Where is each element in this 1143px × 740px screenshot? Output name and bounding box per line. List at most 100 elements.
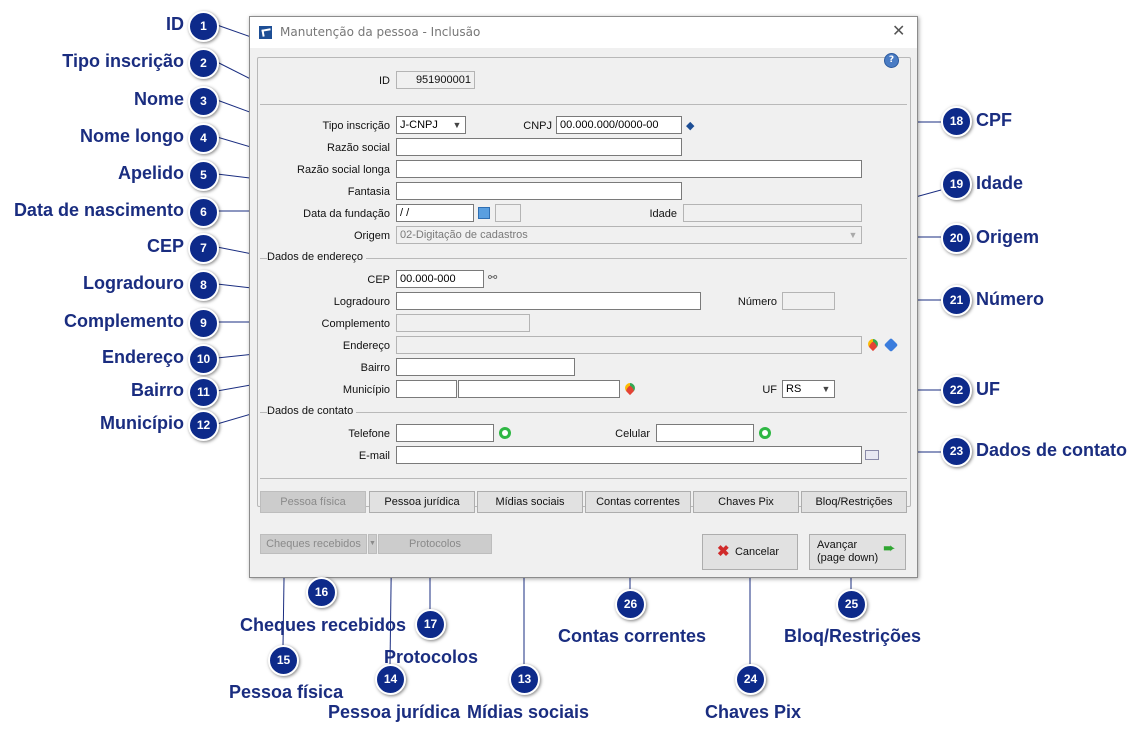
callout-badge-14: 14 <box>375 664 406 695</box>
callout-label-1: ID <box>166 14 184 34</box>
protocolos-button[interactable]: Protocolos <box>378 534 492 554</box>
callout-badge-1: 1 <box>188 11 219 42</box>
lookup-icon[interactable]: ◆ <box>686 119 695 132</box>
callout-label-7: CEP <box>146 236 184 256</box>
chevron-down-icon: ▼ <box>821 384 831 394</box>
callout-badge-23: 23 <box>941 436 972 467</box>
callout-label-6: Data de nascimento <box>13 200 184 220</box>
callout-badge-25: 25 <box>836 589 867 620</box>
callout-badge-15: 15 <box>268 645 299 676</box>
razao-social-longa-field[interactable] <box>396 160 862 178</box>
email-field[interactable] <box>396 446 862 464</box>
callout-label-26: Contas correntes <box>558 626 707 646</box>
divider <box>260 412 907 413</box>
idade-label: Idade <box>649 208 677 220</box>
tab-contas-correntes[interactable]: Contas correntes <box>585 491 691 513</box>
whatsapp-icon[interactable] <box>759 427 771 439</box>
help-icon[interactable]: ? <box>884 53 899 68</box>
data-fundacao-field[interactable]: / / <box>396 204 474 222</box>
callout-label-23: Dados de contato <box>976 440 1128 460</box>
numero-field <box>782 292 835 310</box>
callout-label-17: Protocolos <box>384 647 479 667</box>
tab-bloq-restricoes[interactable]: Bloq/Restrições <box>801 491 907 513</box>
callout-badge-4: 4 <box>188 123 219 154</box>
chevron-down-icon[interactable]: ▼ <box>368 534 377 554</box>
callout-label-15: Pessoa física <box>229 682 344 702</box>
cancel-button[interactable]: ✖ Cancelar <box>702 534 798 570</box>
callout-label-25: Bloq/Restrições <box>784 626 922 646</box>
callout-badge-24: 24 <box>735 664 766 695</box>
telefone-field[interactable] <box>396 424 494 442</box>
origem-label: Origem <box>353 230 390 242</box>
close-icon[interactable]: ✕ <box>892 21 906 40</box>
logradouro-field[interactable] <box>396 292 701 310</box>
tab-chaves-pix[interactable]: Chaves Pix <box>693 491 799 513</box>
callout-badge-6: 6 <box>188 197 219 228</box>
razao-social-longa-label: Razão social longa <box>297 164 390 176</box>
logradouro-label: Logradouro <box>333 296 390 308</box>
callout-badge-5: 5 <box>188 160 219 191</box>
endereco-field <box>396 336 862 354</box>
cep-label: CEP <box>367 274 390 286</box>
callout-badge-7: 7 <box>188 233 219 264</box>
callout-label-12: Município <box>100 413 184 433</box>
municipio-name-field[interactable] <box>458 380 620 398</box>
callout-badge-20: 20 <box>941 223 972 254</box>
callout-label-21: Número <box>976 289 1045 309</box>
tipo-inscricao-value: J-CNPJ <box>400 119 438 131</box>
tipo-inscricao-select[interactable]: J-CNPJ ▼ <box>396 116 466 134</box>
uf-select[interactable]: RS ▼ <box>782 380 835 398</box>
bairro-field[interactable] <box>396 358 575 376</box>
callout-badge-3: 3 <box>188 86 219 117</box>
cnpj-field[interactable]: 00.000.000/0000-00 <box>556 116 682 134</box>
fantasia-field[interactable] <box>396 182 682 200</box>
callout-label-14: Pessoa jurídica <box>328 702 461 722</box>
callout-badge-22: 22 <box>941 375 972 406</box>
advance-label: Avançar <box>817 539 858 551</box>
envelope-icon[interactable] <box>865 450 879 460</box>
callout-badge-13: 13 <box>509 664 540 695</box>
celular-field[interactable] <box>656 424 754 442</box>
municipio-label: Município <box>342 384 390 396</box>
calendar-icon[interactable] <box>478 207 490 219</box>
callout-label-22: UF <box>976 379 1000 399</box>
callout-label-8: Logradouro <box>83 273 184 293</box>
tab-pessoa-juridica[interactable]: Pessoa jurídica <box>369 491 475 513</box>
numero-label: Número <box>737 296 777 308</box>
callout-badge-11: 11 <box>188 377 219 408</box>
divider <box>260 104 907 105</box>
dados-endereco-group-label: Dados de endereço <box>267 251 367 263</box>
razao-social-field[interactable] <box>396 138 682 156</box>
form-panel <box>257 57 911 507</box>
origem-select: 02-Digitação de cadastros ▼ <box>396 226 862 244</box>
app-logo-icon <box>259 26 272 39</box>
advance-sublabel: (page down) <box>817 552 879 564</box>
callout-badge-9: 9 <box>188 308 219 339</box>
tab-pessoa-fisica[interactable]: Pessoa física <box>260 491 366 513</box>
complemento-field <box>396 314 530 332</box>
fantasia-label: Fantasia <box>347 186 390 198</box>
binoculars-icon[interactable]: ⚯ <box>488 271 498 284</box>
callout-badge-12: 12 <box>188 410 219 441</box>
callout-label-20: Origem <box>976 227 1040 247</box>
advance-button[interactable]: Avançar (page down) ➨ <box>809 534 906 570</box>
whatsapp-icon[interactable] <box>499 427 511 439</box>
callout-badge-16: 16 <box>306 577 337 608</box>
id-field: 951900001 <box>396 71 475 89</box>
cheques-recebidos-button[interactable]: Cheques recebidos <box>260 534 367 554</box>
uf-label: UF <box>762 384 777 396</box>
callout-badge-17: 17 <box>415 609 446 640</box>
cancel-icon: ✖ <box>717 543 730 560</box>
tab-midias-sociais[interactable]: Mídias sociais <box>477 491 583 513</box>
uf-value: RS <box>786 383 802 395</box>
dialog-window: Manutenção da pessoa - Inclusão ✕ ? ID 9… <box>249 16 918 578</box>
weekday-field <box>495 204 521 222</box>
callout-label-18: CPF <box>976 110 1012 130</box>
complemento-label: Complemento <box>321 318 390 330</box>
celular-label: Celular <box>615 428 650 440</box>
cancel-label: Cancelar <box>734 546 780 558</box>
id-label: ID <box>379 75 390 87</box>
callout-label-24: Chaves Pix <box>705 702 802 722</box>
municipio-code-field[interactable] <box>396 380 457 398</box>
cep-field[interactable]: 00.000-000 <box>396 270 484 288</box>
